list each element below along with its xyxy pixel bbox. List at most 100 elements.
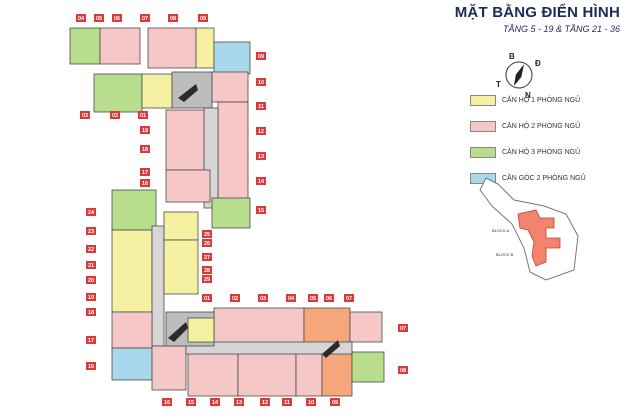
apartment-zone bbox=[93, 73, 143, 113]
unit-number-badge bbox=[202, 230, 212, 238]
unit-number-label: 23 bbox=[88, 229, 94, 235]
unit-number-label: 28 bbox=[204, 268, 210, 274]
legend-label: CĂN HỘ 2 PHÒNG NGỦ bbox=[502, 122, 581, 130]
unit-number-label: 19 bbox=[142, 128, 148, 134]
unit-number-badge bbox=[202, 294, 212, 302]
unit-number-label: 12 bbox=[258, 129, 264, 135]
apartment-zone bbox=[165, 109, 205, 171]
unit-number-label: 26 bbox=[204, 241, 210, 247]
unit-number-label: 01 bbox=[140, 113, 146, 119]
unit-number-label: 18 bbox=[88, 310, 94, 316]
block-highlight bbox=[517, 209, 561, 267]
unit-number-badge bbox=[162, 398, 172, 406]
apartment-zone bbox=[195, 27, 215, 69]
unit-number-label: 09 bbox=[200, 16, 206, 22]
unit-number-badge bbox=[94, 14, 104, 22]
apartment-zone bbox=[303, 307, 351, 347]
legend-label: CĂN GÓC 2 PHÒNG NGỦ bbox=[502, 174, 586, 182]
unit-number-badge bbox=[260, 398, 270, 406]
unit-number-badge bbox=[140, 14, 150, 22]
unit-number-label: 07 bbox=[346, 296, 352, 302]
unit-number-label: 10 bbox=[258, 80, 264, 86]
unit-number-badge bbox=[256, 52, 266, 60]
apartment-zone bbox=[163, 211, 199, 241]
apartment-zone bbox=[111, 347, 153, 381]
unit-number-badge bbox=[86, 276, 96, 284]
apartment-zone bbox=[147, 27, 197, 69]
legend-label: CĂN HỘ 1 PHÒNG NGỦ bbox=[502, 96, 581, 104]
unit-number-label: 13 bbox=[258, 154, 264, 160]
stair-core bbox=[168, 322, 188, 342]
legend-item: CĂN HỘ 1 PHÒNG NGỦ bbox=[470, 94, 620, 106]
unit-number-label: 08 bbox=[170, 16, 176, 22]
unit-number-badge bbox=[168, 14, 178, 22]
unit-number-badge bbox=[234, 398, 244, 406]
unit-number-label: 04 bbox=[288, 296, 295, 302]
apartment-zone bbox=[349, 311, 383, 343]
legend-swatch bbox=[470, 146, 496, 158]
apartment-zone bbox=[351, 351, 385, 383]
unit-number-label: 18 bbox=[142, 147, 148, 153]
unit-number-badge bbox=[202, 253, 212, 261]
apartment-zone bbox=[295, 351, 323, 397]
unit-number-badge bbox=[286, 294, 296, 302]
apartment-zone bbox=[321, 351, 353, 397]
unit-number-label: 22 bbox=[88, 247, 94, 253]
unit-number-label: 03 bbox=[82, 113, 88, 119]
apartment-zone bbox=[111, 189, 157, 231]
unit-number-label: 02 bbox=[232, 296, 238, 302]
unit-number-badge bbox=[140, 168, 150, 176]
unit-number-badge bbox=[86, 336, 96, 344]
unit-number-badge bbox=[140, 179, 150, 187]
unit-number-label: 27 bbox=[204, 255, 210, 261]
unit-number-badge bbox=[398, 366, 408, 374]
unit-number-label: 04 bbox=[78, 16, 85, 22]
unit-number-badge bbox=[110, 111, 120, 119]
unit-number-label: 19 bbox=[88, 295, 94, 301]
unit-number-badge bbox=[86, 227, 96, 235]
unit-number-badge bbox=[306, 398, 316, 406]
unit-number-badge bbox=[202, 275, 212, 283]
legend-swatch bbox=[470, 94, 496, 106]
compass-rose: B Đ N T bbox=[496, 52, 541, 100]
unit-number-badge bbox=[256, 102, 266, 110]
unit-number-badge bbox=[86, 293, 96, 301]
unit-number-label: 09 bbox=[332, 400, 338, 406]
unit-number-badge bbox=[198, 14, 208, 22]
unit-number-badge bbox=[256, 206, 266, 214]
unit-number-label: 02 bbox=[112, 113, 118, 119]
legend: CĂN HỘ 1 PHÒNG NGỦ CĂN HỘ 2 PHÒNG NGỦ CĂ… bbox=[470, 94, 620, 198]
unit-number-badge bbox=[86, 261, 96, 269]
legend-label: CĂN HỘ 3 PHÒNG NGỦ bbox=[502, 148, 581, 156]
unit-number-label: 15 bbox=[258, 208, 264, 214]
compass-needle bbox=[513, 64, 525, 86]
stair-core bbox=[178, 84, 198, 102]
unit-number-label: 06 bbox=[326, 296, 332, 302]
stair-cores bbox=[168, 84, 340, 358]
unit-number-badge bbox=[282, 398, 292, 406]
unit-number-badge bbox=[256, 177, 266, 185]
unit-number-label: 12 bbox=[262, 400, 268, 406]
unit-number-label: 03 bbox=[260, 296, 266, 302]
unit-number-label: 11 bbox=[284, 400, 290, 406]
apartment-zone bbox=[111, 311, 153, 349]
unit-number-badge bbox=[86, 245, 96, 253]
apartment-zone bbox=[213, 41, 251, 75]
apartment-zone bbox=[211, 197, 251, 229]
unit-number-badge bbox=[140, 145, 150, 153]
unit-number-badge bbox=[86, 208, 96, 216]
unit-number-label: 01 bbox=[204, 296, 210, 302]
unit-number-label: 29 bbox=[204, 277, 210, 283]
unit-number-badge bbox=[230, 294, 240, 302]
apartment-zone bbox=[151, 345, 187, 391]
unit-number-label: 13 bbox=[236, 400, 242, 406]
stair-core bbox=[322, 340, 340, 358]
unit-number-label: 20 bbox=[88, 278, 94, 284]
apartment-zone bbox=[163, 239, 199, 295]
apartment-zone bbox=[187, 317, 215, 343]
compass-south: N bbox=[525, 91, 531, 100]
unit-number-badge bbox=[256, 78, 266, 86]
unit-number-label: 21 bbox=[88, 263, 94, 269]
